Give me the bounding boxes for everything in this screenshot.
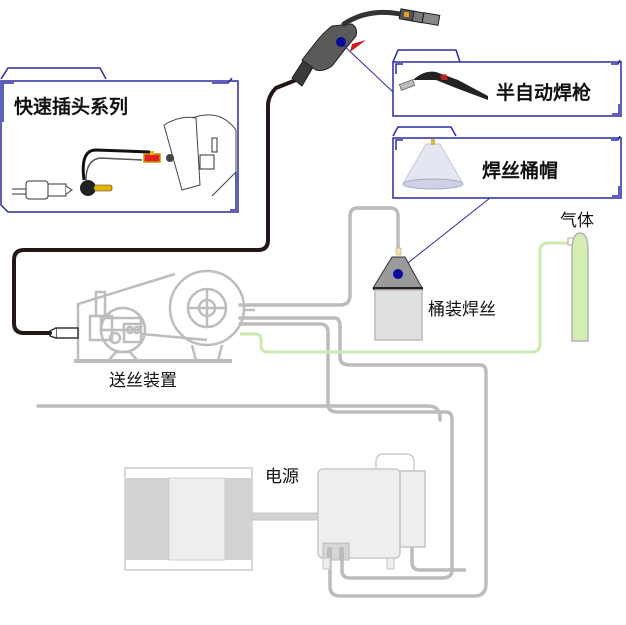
gas-hose <box>240 241 568 354</box>
torch-connector <box>49 327 79 339</box>
callout-dot-drum <box>393 269 403 279</box>
control-cable <box>324 404 442 422</box>
wire-feeder-label: 送丝装置 <box>109 371 177 391</box>
power-cable-1 <box>238 316 488 598</box>
power-source-label: 电源 <box>265 467 299 487</box>
torch-thumbnail <box>398 71 488 100</box>
drum-wire-conduit <box>238 206 400 307</box>
power-cable-2 <box>238 322 454 580</box>
drum-cap-label: 焊丝桶帽 <box>482 160 559 182</box>
quick-connect-illustration <box>12 114 237 200</box>
drum-wire-label: 桶装焊丝 <box>428 300 496 320</box>
welding-torch <box>291 8 441 87</box>
drum-wire <box>372 247 423 341</box>
power-source-transformer <box>124 467 253 571</box>
welding-torch-label: 半自动焊枪 <box>496 82 592 104</box>
wire-feeder-machine <box>74 269 255 363</box>
callout-dot-torch <box>336 37 346 47</box>
cable-lines <box>36 206 488 598</box>
quick-connect-label: 快速插头系列 <box>14 96 129 118</box>
gas-label: 气体 <box>560 211 594 231</box>
gas-cylinder <box>567 232 589 342</box>
power-source-unit <box>317 453 466 572</box>
torch-cable <box>12 78 298 335</box>
power-link-bar <box>251 512 320 521</box>
callout-torch <box>339 41 622 117</box>
drum-cap-thumbnail <box>402 139 464 190</box>
